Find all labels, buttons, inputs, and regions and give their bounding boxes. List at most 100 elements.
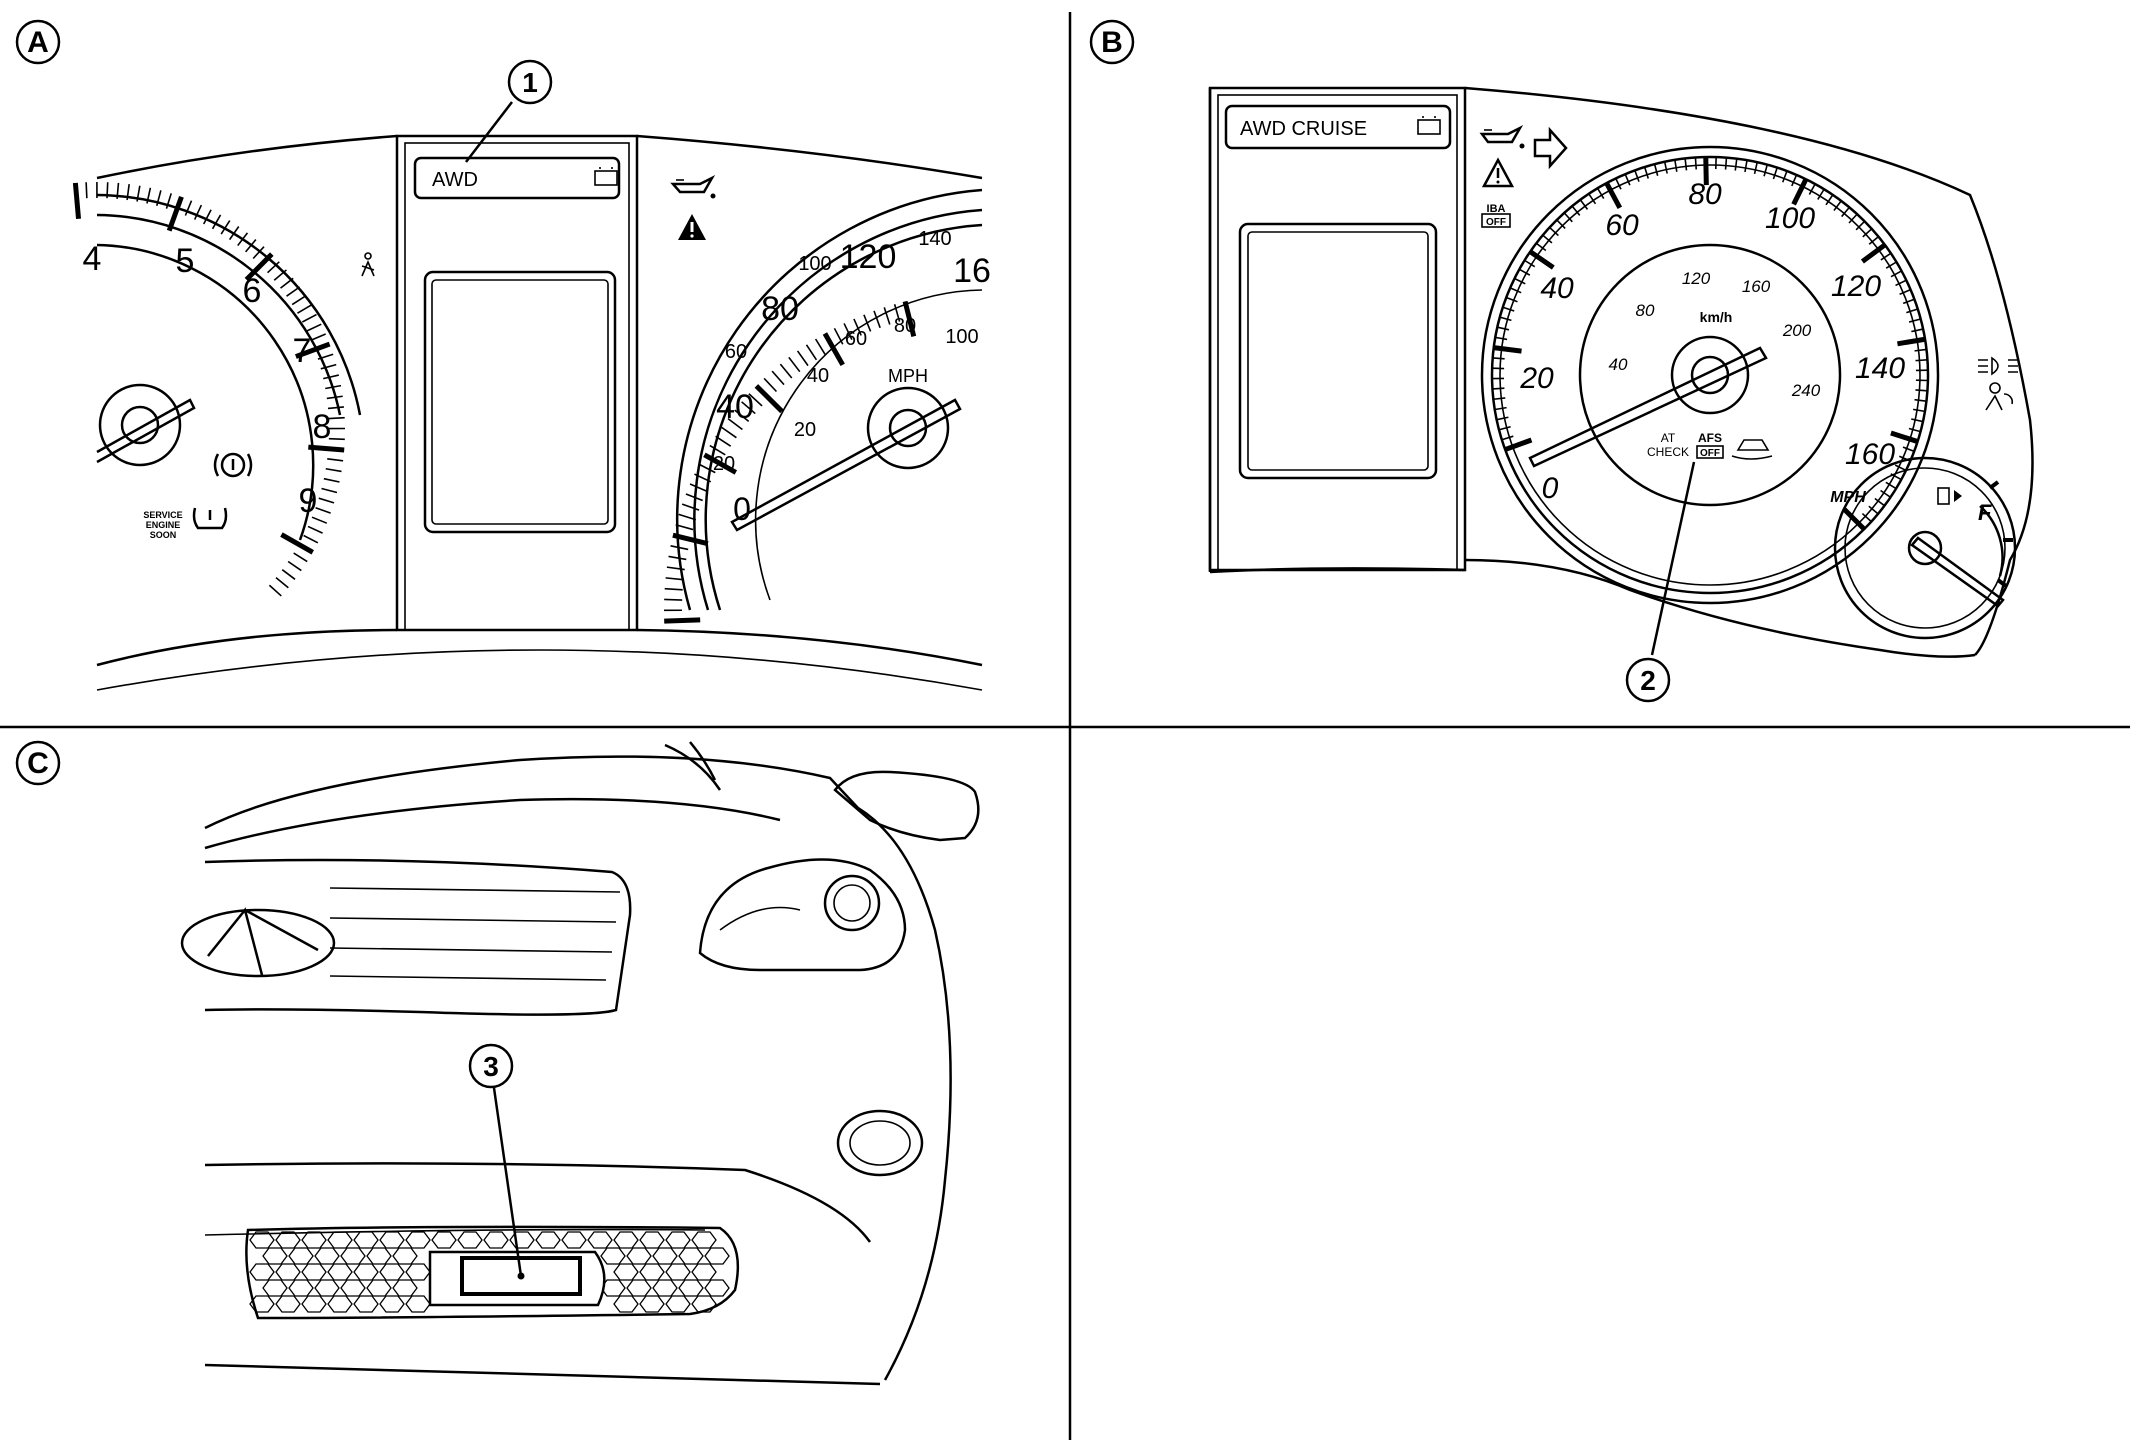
minor-tick <box>1497 417 1509 419</box>
honeycomb-cell <box>640 1264 664 1280</box>
tach-number: 8 <box>313 408 332 446</box>
honeycomb-cell <box>328 1232 352 1248</box>
minor-tick <box>281 278 294 288</box>
minor-tick <box>1792 175 1797 186</box>
honeycomb-cell <box>432 1232 456 1248</box>
tire-pressure-icon <box>194 508 226 528</box>
speedo-number: 120 <box>840 238 897 276</box>
minor-tick <box>1506 297 1517 301</box>
honeycomb-cell <box>406 1264 430 1280</box>
minor-tick <box>1675 160 1677 172</box>
minor-tick <box>1745 160 1747 172</box>
kmh-number: 40 <box>1609 355 1628 374</box>
honeycomb-cell <box>588 1232 612 1248</box>
honeycomb-cell <box>393 1248 417 1264</box>
minor-tick <box>327 396 343 398</box>
minor-tick <box>1909 319 1921 322</box>
panel-a-display-text: AWD <box>432 169 478 191</box>
minor-tick <box>1735 159 1736 171</box>
speedo-inner-number: 20 <box>794 419 816 441</box>
speedo-small-number: 100 <box>798 253 831 275</box>
minor-tick <box>1625 174 1630 185</box>
major-tick <box>1494 348 1522 352</box>
tach-number: 4 <box>83 240 102 278</box>
minor-tick <box>269 585 281 596</box>
honeycomb-cell <box>614 1264 638 1280</box>
honeycomb-cell <box>276 1296 300 1312</box>
honeycomb-cell <box>406 1296 430 1312</box>
master-warning-icon <box>678 214 706 240</box>
minor-tick <box>1493 398 1505 399</box>
speedo-number: 60 <box>1605 209 1639 242</box>
speedo-number: 20 <box>1519 362 1554 395</box>
kmh-number: 120 <box>1682 269 1711 288</box>
honeycomb-cell <box>705 1248 729 1264</box>
minor-tick <box>816 339 825 354</box>
honeycomb-cell <box>315 1248 339 1264</box>
honeycomb-cell <box>666 1264 690 1280</box>
at-check-indicator: AT CHECK <box>1647 431 1689 459</box>
minor-tick <box>1903 299 1914 303</box>
minor-tick <box>1502 436 1513 440</box>
slip-indicator-icon <box>1732 440 1772 459</box>
minor-tick <box>664 599 682 600</box>
honeycomb-cell <box>627 1280 651 1296</box>
minor-tick <box>1764 165 1767 177</box>
minor-tick <box>276 578 288 588</box>
minor-tick <box>1492 388 1504 389</box>
honeycomb-cell <box>328 1296 352 1312</box>
minor-tick <box>780 364 791 378</box>
speedo-hub <box>868 388 948 468</box>
honeycomb-cell <box>328 1264 352 1280</box>
panel-b-badge-letter: B <box>1101 26 1123 59</box>
tach-number: 9 <box>299 482 318 520</box>
minor-tick <box>324 479 340 482</box>
panel-b-badge: B <box>1091 21 1133 63</box>
speedo-inner-number: 40 <box>807 365 829 387</box>
headlight-icon <box>1978 358 2018 374</box>
distance-sensor <box>430 1252 604 1305</box>
honeycomb-cell <box>276 1232 300 1248</box>
minor-tick <box>1909 429 1921 432</box>
service-line: ENGINE <box>146 520 181 530</box>
speedo-number: 0 <box>1542 472 1559 505</box>
speedo-number: 80 <box>1688 178 1722 211</box>
fuel-pump-icon <box>1938 488 1962 504</box>
at-label: AT <box>1661 431 1676 445</box>
honeycomb-cell <box>354 1264 378 1280</box>
minor-tick <box>319 498 334 503</box>
panel-a-center-lcd <box>425 272 615 532</box>
minor-tick <box>304 536 318 543</box>
speedo-unit: MPH <box>888 366 928 386</box>
afs-off-indicator: AFS OFF <box>1697 431 1723 459</box>
minor-tick <box>238 233 248 246</box>
minor-tick <box>1500 317 1512 320</box>
minor-tick <box>1911 419 1923 422</box>
honeycomb-cell <box>653 1248 677 1264</box>
major-tick <box>664 620 700 621</box>
panel-b-center-lcd <box>1240 224 1436 478</box>
honeycomb-cell <box>380 1296 404 1312</box>
turn-signal-arrow-icon <box>1535 130 1566 166</box>
minor-tick <box>282 570 295 580</box>
tach-number: 7 <box>293 332 312 370</box>
minor-tick <box>302 315 316 322</box>
honeycomb-cell <box>679 1280 703 1296</box>
minor-tick <box>1503 307 1514 311</box>
honeycomb-cell <box>679 1248 703 1264</box>
fuel-gauge: F <box>1835 458 2015 638</box>
minor-tick <box>1495 408 1507 410</box>
panel-c-badge: C <box>17 742 59 784</box>
honeycomb-cell <box>367 1248 391 1264</box>
speedo-number: 140 <box>1855 352 1905 385</box>
callout-3-number: 3 <box>483 1051 499 1082</box>
minor-tick <box>1900 290 1911 295</box>
minor-tick <box>1915 400 1927 401</box>
panel-c-vehicle-front: 3 <box>182 742 978 1384</box>
minor-tick <box>764 378 776 391</box>
minor-tick <box>1497 327 1509 330</box>
minor-tick <box>1685 158 1686 170</box>
minor-tick <box>1906 309 1917 313</box>
iba-label: IBA <box>1487 203 1506 215</box>
major-tick <box>169 197 181 231</box>
